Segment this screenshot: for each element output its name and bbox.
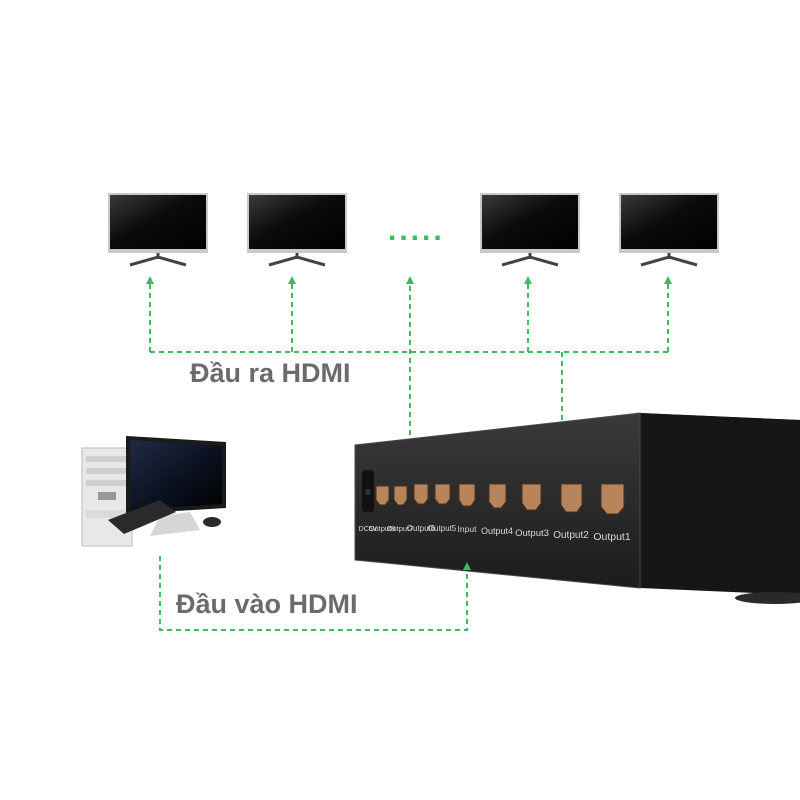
port-label: Output1 [593, 531, 631, 543]
port-label: Output7 [387, 524, 414, 533]
hdmi-port-icon [458, 483, 476, 507]
hdmi-port-icon [393, 485, 408, 506]
ellipsis-text: ..... [388, 214, 445, 247]
hdmi-port-icon [560, 483, 583, 513]
port-label: Output2 [553, 530, 589, 541]
hdmi-port-icon [413, 483, 429, 505]
hdmi-output-label: Đầu ra HDMI [190, 358, 351, 388]
monitor-icon [619, 193, 719, 267]
monitor-icon [480, 193, 580, 267]
hdmi-port-icon [600, 483, 625, 515]
port-label: Output6 [407, 524, 436, 533]
port-label: Output4 [481, 526, 513, 536]
port-label: Output3 [515, 528, 549, 539]
power-port [362, 470, 374, 512]
monitor-icon [247, 193, 347, 267]
desktop-computer-icon [81, 436, 226, 547]
hdmi-port-icon [521, 483, 542, 511]
input-connector [159, 556, 471, 631]
hdmi-port-icon [375, 485, 390, 506]
port-label: Input [458, 524, 478, 534]
port-label: Output5 [428, 524, 457, 533]
port-label: Output8 [369, 524, 396, 533]
hdmi-port-icon [434, 483, 451, 505]
monitor-icon [108, 193, 208, 267]
hdmi-port-icon [488, 483, 507, 509]
hdmi-input-label: Đầu vào HDMI [176, 589, 358, 619]
port-label: DC5V [359, 526, 378, 533]
